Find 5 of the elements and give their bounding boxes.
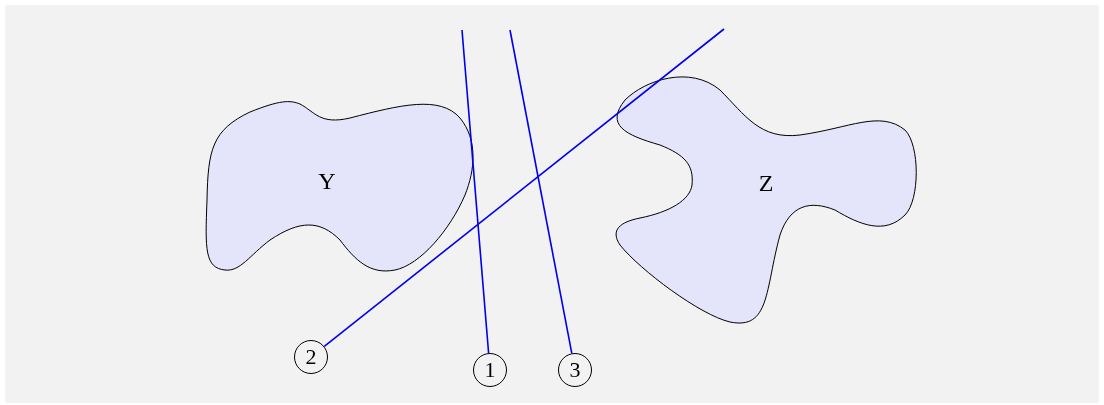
region-label: Z bbox=[758, 171, 774, 195]
separating-line bbox=[509, 29, 573, 355]
separating-line bbox=[461, 29, 490, 354]
region-label: Y bbox=[318, 169, 336, 193]
separating-line bbox=[323, 28, 725, 348]
